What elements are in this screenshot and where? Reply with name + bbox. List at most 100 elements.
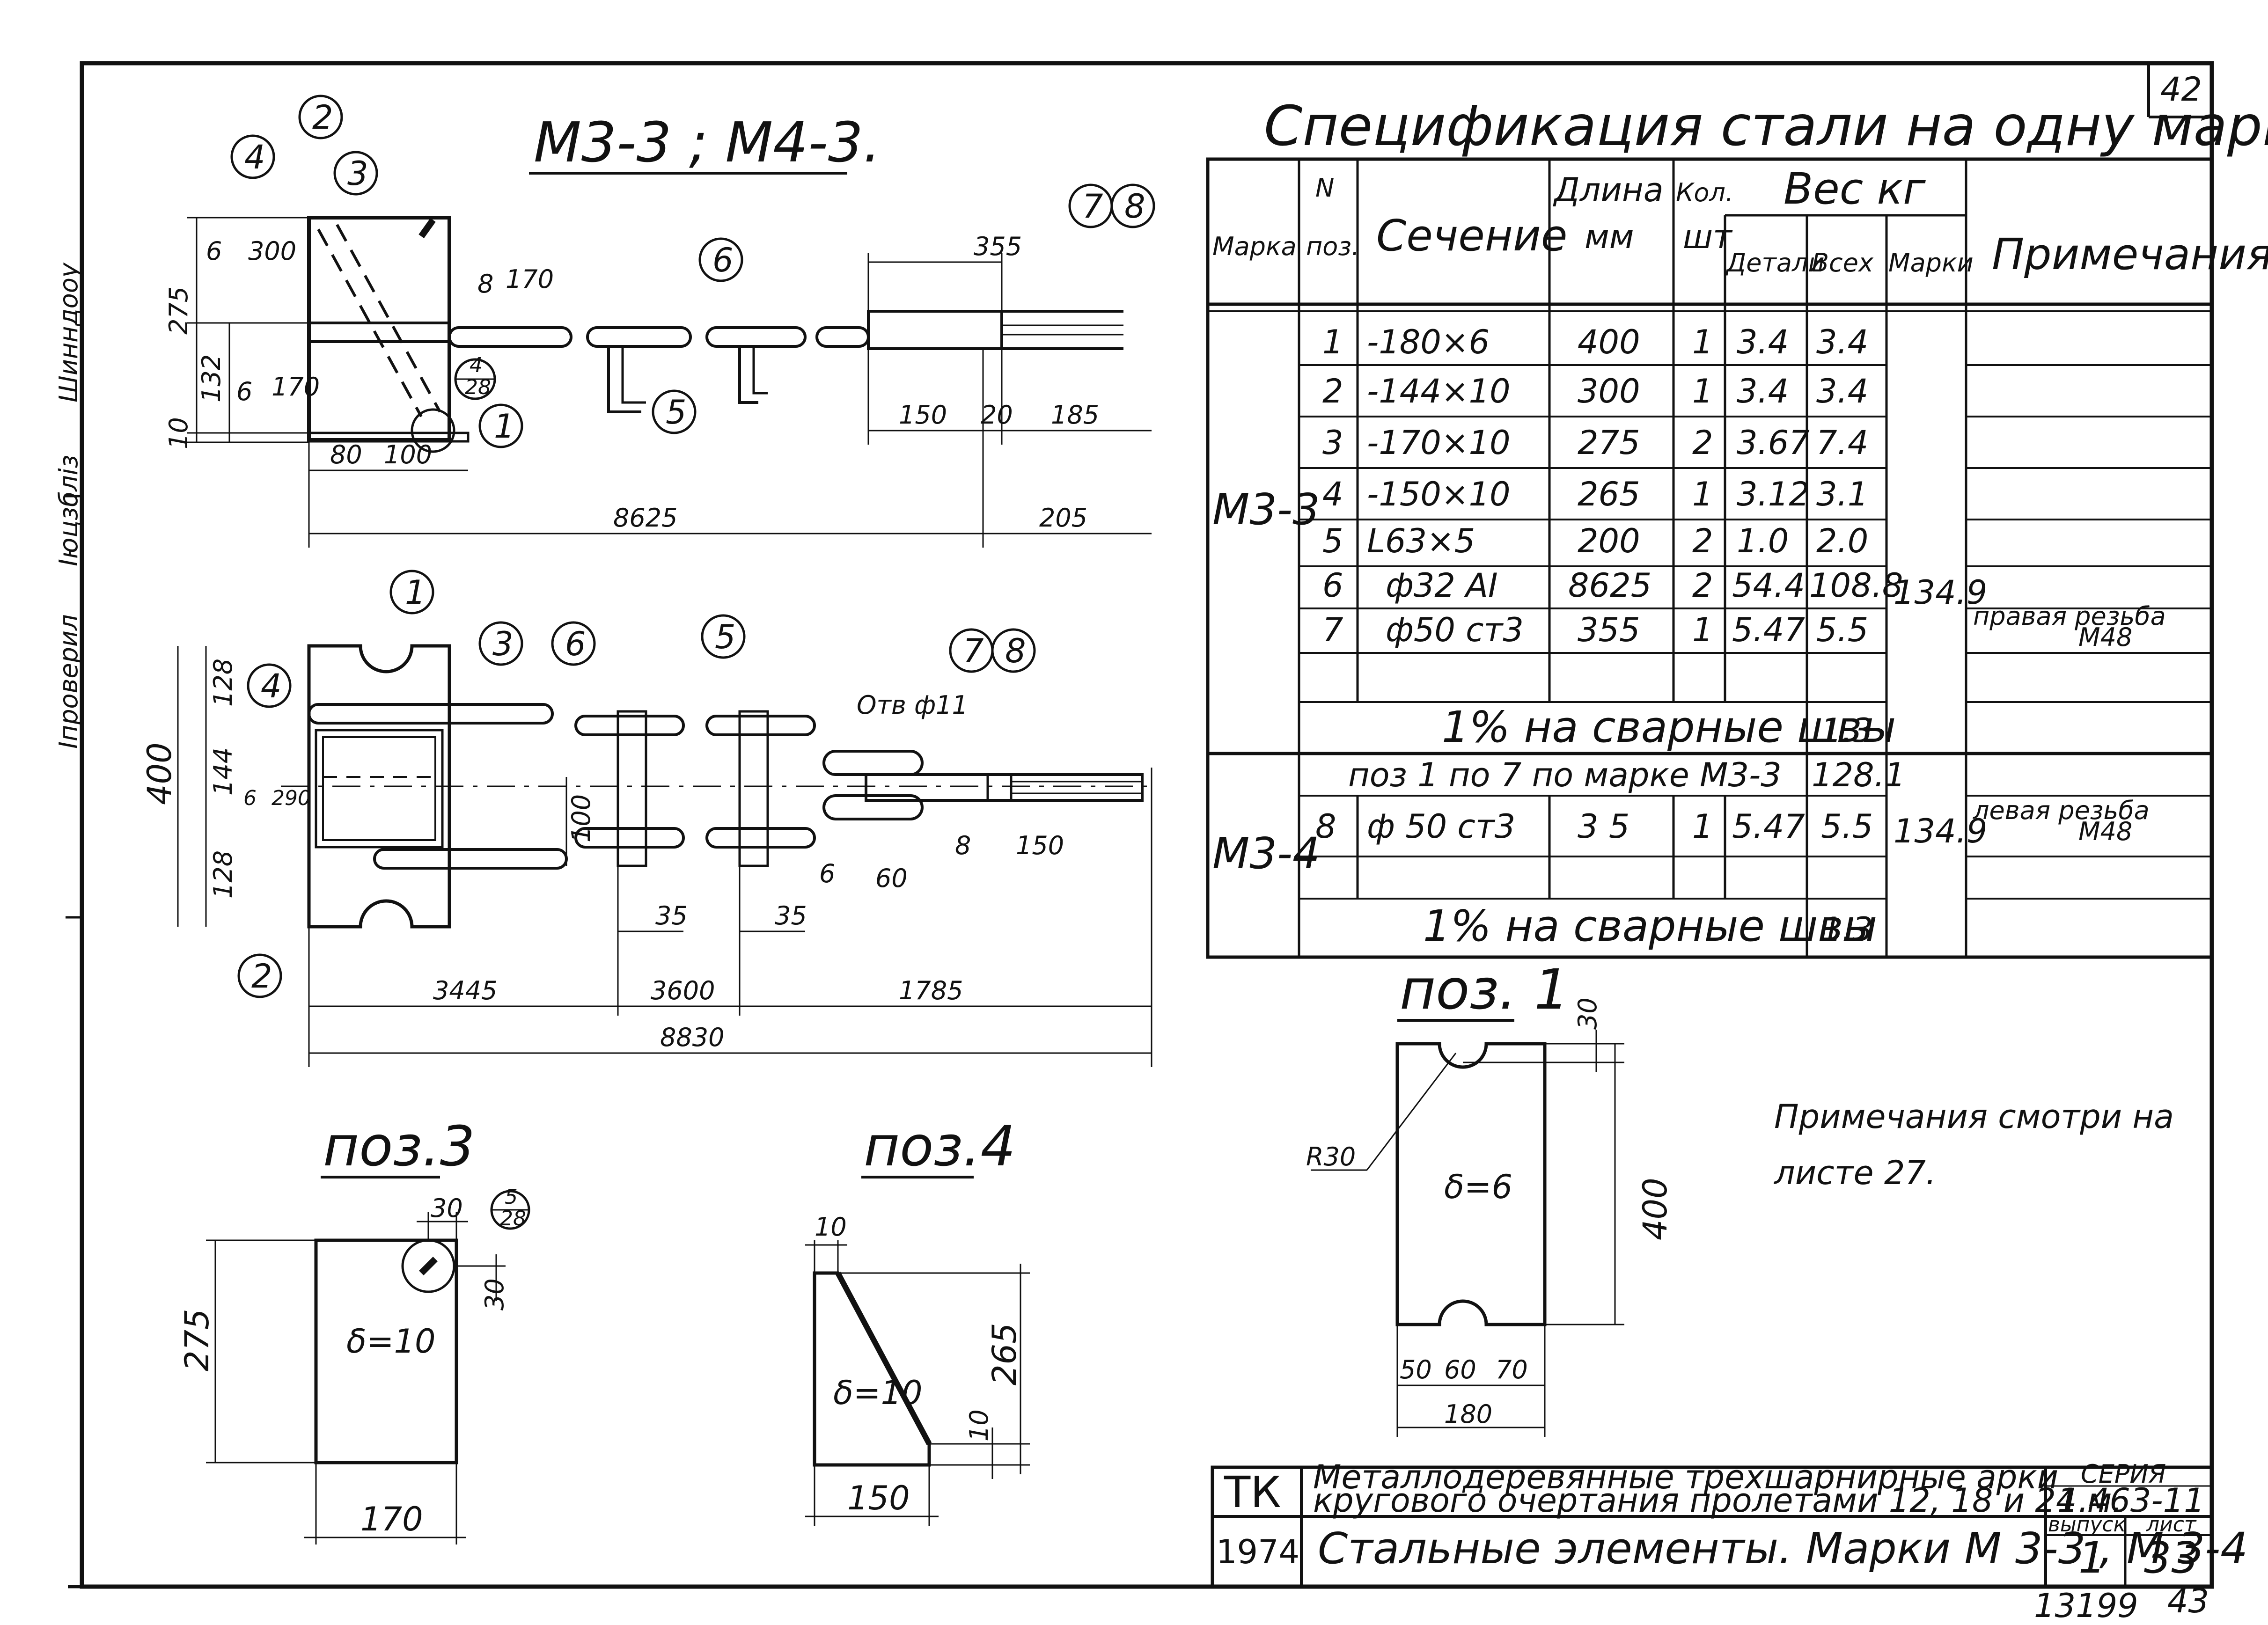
dim-20: 20	[981, 400, 1013, 430]
pos4-dim-150: 150	[847, 1479, 910, 1517]
stamp-sheet: 33	[2144, 1533, 2199, 1583]
callout-6: 6	[712, 241, 734, 279]
hdr-marka: Марка	[1212, 232, 1297, 261]
ref-4-den: 28	[465, 375, 491, 399]
margin-label-c: Іпроверил	[54, 615, 83, 749]
hdr-w-total: Всех	[1812, 248, 1874, 278]
welds-m34-label: 1% на сварные швы	[1423, 901, 1877, 951]
pos3-ref-den: 28	[500, 1207, 526, 1230]
row1-w-total: 3.4	[1816, 323, 1868, 361]
row3-length: 275	[1578, 424, 1640, 462]
page-number: 42	[2160, 70, 2202, 109]
row7-section: ф50 ст3	[1386, 611, 1524, 649]
dim-8625: 8625	[613, 503, 677, 533]
row4-pos: 4	[1322, 475, 1343, 513]
callout-4: 4	[244, 138, 265, 176]
welds-m33-value: 1.3	[1821, 711, 1873, 750]
stamp-subtitle: Стальные элементы. Марки М 3-3 , М 3-4	[1318, 1523, 2248, 1574]
callout-1: 1	[494, 407, 515, 446]
weld-a-size: 8	[955, 831, 971, 860]
dim-355: 355	[974, 232, 1022, 261]
dim-205: 205	[1039, 503, 1087, 533]
pos1-dim-70: 70	[1496, 1355, 1528, 1384]
hole-label: Отв ф11	[857, 690, 968, 720]
pos4-dim-10-top: 10	[815, 1212, 847, 1242]
v2-callout-7: 7	[963, 632, 984, 670]
row7-w-total: 5.5	[1816, 611, 1868, 649]
pos3-dim-30b: 30	[480, 1278, 509, 1310]
pos3-ref-num: 5	[505, 1185, 518, 1209]
v2-callout-5: 5	[715, 618, 736, 656]
pos4-thickness: δ=10	[833, 1374, 923, 1412]
view1-callouts: 4 2 3 1 6 5 7 8 4 28	[230, 95, 1155, 448]
row6-w-detail: 54.4	[1732, 566, 1805, 605]
hdr-notes: Примечания	[1992, 229, 2268, 279]
stamp-title-b: кругового очертания пролетами 12, 18 и 2…	[1313, 1481, 2122, 1520]
pos3-thickness: δ=10	[346, 1322, 436, 1361]
weld-bottom-size: 6	[236, 377, 252, 406]
dim-80: 80	[330, 440, 362, 469]
note-line1: Примечания смотри на	[1774, 1098, 2174, 1136]
weld-top-len: 300	[248, 236, 296, 266]
pos1-dim-400: 400	[1636, 1178, 1674, 1240]
m33-mark-weight: 134.9	[1894, 573, 1987, 612]
row2-w-total: 3.4	[1816, 372, 1868, 410]
hdr-qty-b: шт	[1683, 218, 1733, 256]
welds-m33-label: 1% на сварные швы	[1442, 702, 1896, 752]
m33-note-a: правая резьба	[1973, 601, 2166, 631]
row6-qty: 2	[1692, 566, 1713, 605]
pos4-plate	[805, 1240, 1030, 1526]
drawing-title: М3-3 ; М4-3.	[534, 110, 881, 175]
stamp-series-label: СЕРИЯ	[2081, 1459, 2166, 1489]
m34-section: ф 50 ст3	[1367, 807, 1515, 846]
dim-3445: 3445	[433, 976, 497, 1005]
dim-35b: 35	[775, 901, 807, 930]
dim-150-v1: 150	[899, 400, 947, 430]
row1-w-detail: 3.4	[1737, 323, 1789, 361]
weld-side-size: 6	[243, 786, 257, 810]
row5-w-detail: 1.0	[1737, 522, 1789, 560]
view2-callouts: 1 4 3 6 5 7 8 2	[237, 570, 1036, 998]
row4-w-total: 3.1	[1816, 475, 1868, 513]
dim-8830: 8830	[660, 1023, 724, 1052]
stamp-series: 1.463-11	[2057, 1481, 2205, 1520]
pos1-dim-50: 50	[1400, 1355, 1432, 1384]
hdr-w-detail: Детали	[1725, 248, 1825, 278]
m34-note-b: М48	[2078, 817, 2132, 846]
stamp-year: 1974	[1216, 1533, 1299, 1571]
note-line2: листе 27.	[1773, 1154, 1936, 1192]
hdr-section: Сечение	[1376, 211, 1567, 261]
view-plan	[177, 644, 1152, 1067]
stamp-sheet-label: лист	[2146, 1513, 2197, 1537]
stamp-org: ТК	[1224, 1467, 1281, 1517]
m34-label: М3-4	[1212, 828, 1320, 878]
spec-table	[1206, 157, 2214, 959]
row7-qty: 1	[1692, 611, 1713, 649]
pos1-thickness: δ=6	[1444, 1168, 1512, 1206]
ref-4-num: 4	[470, 353, 483, 377]
row6-length: 8625	[1568, 566, 1651, 605]
row1-length: 400	[1578, 323, 1640, 361]
m34-length: 3 5	[1578, 807, 1629, 846]
dim-128a: 128	[208, 659, 238, 707]
dim-1785: 1785	[899, 976, 963, 1005]
row1-section: -180×6	[1367, 323, 1490, 361]
row1-qty: 1	[1692, 323, 1713, 361]
m34-mark-weight: 134.9	[1894, 812, 1987, 850]
hdr-length-b: мм	[1585, 218, 1634, 256]
weld-b-size: 6	[819, 859, 835, 888]
row7-pos: 7	[1322, 611, 1343, 649]
pos1-dim-60: 60	[1444, 1355, 1476, 1384]
m33-note-b: М48	[2078, 622, 2132, 652]
row6-section: ф32 АI	[1386, 566, 1498, 605]
row5-section: L63×5	[1367, 522, 1475, 560]
m34-w-detail: 5.47	[1732, 807, 1805, 846]
pos3-dim-170: 170	[360, 1500, 423, 1538]
pos1-title: поз. 1	[1400, 957, 1569, 1022]
callout-5: 5	[666, 393, 687, 432]
hdr-qty-a: Кол.	[1676, 178, 1733, 207]
dim-132-v1: 132	[197, 354, 226, 403]
spec-rows-m34: М3-4 поз 1 по 7 по марке М3-3 128.1 8 ф …	[1212, 756, 2150, 951]
m34-ref-text: поз 1 по 7 по марке М3-3	[1348, 756, 1782, 794]
